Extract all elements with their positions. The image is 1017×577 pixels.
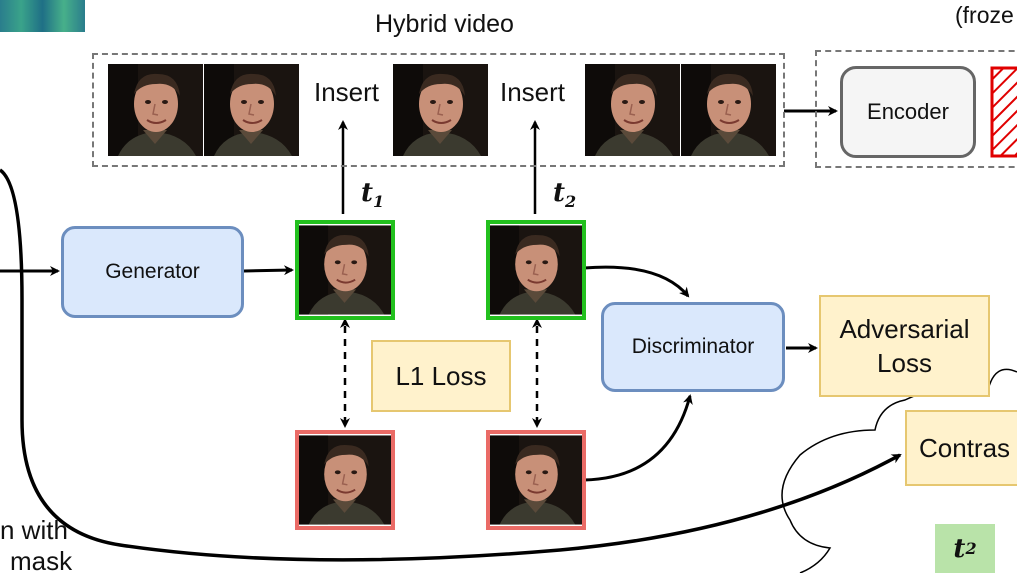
l1-loss-box: L1 Loss [371,340,511,412]
encoder-label: Encoder [867,99,949,124]
hybrid-frame-2 [204,64,299,156]
encoder-output-hatched [990,66,1017,158]
real-frame-t1 [295,430,395,530]
t2-sub: 2 [565,192,577,212]
hybrid-frame-4 [585,64,680,156]
contrastive-loss-label: Contras [919,432,1011,463]
insert-label-2: Insert [500,77,566,107]
generator-label: Generator [105,260,200,283]
hybrid-video-title: Hybrid video [375,10,514,38]
hybrid-frame-5 [681,64,776,156]
adversarial-loss-box: Adversarial Loss [819,295,990,397]
generator-box: Generator [61,226,244,318]
frozen-label: (froze [955,2,1014,28]
spectrogram-thumbnail [0,0,85,32]
adversarial-loss-line1: Adversarial [839,314,970,344]
encoder-box: Encoder [840,66,976,158]
hybrid-video-container [92,53,785,167]
discriminator-label: Discriminator [631,335,755,358]
contrastive-loss-box: Contras [905,410,1017,486]
l1-loss-label: L1 Loss [395,360,487,391]
t2-badge-sub: 2 [965,539,977,558]
t1-label: t1 [361,178,384,211]
hybrid-frame-1 [108,64,203,156]
bottom-left-text-1: n with [0,515,68,545]
bottom-left-text-2: mask [10,546,73,576]
discriminator-box: Discriminator [601,302,785,392]
real-frame-t2 [486,430,586,530]
encoder-container [815,50,1017,168]
hybrid-frame-3 [393,64,488,156]
t2-label: t2 [553,178,576,211]
t2-badge-base: t [953,533,966,564]
t1-sub: 1 [373,192,385,212]
insert-label-1: Insert [314,77,380,107]
t1-base: t [361,178,374,208]
generated-frame-t1 [295,220,395,320]
generated-frame-t2 [486,220,586,320]
adversarial-loss-line2: Loss [877,348,932,378]
t2-base: t [553,178,566,208]
